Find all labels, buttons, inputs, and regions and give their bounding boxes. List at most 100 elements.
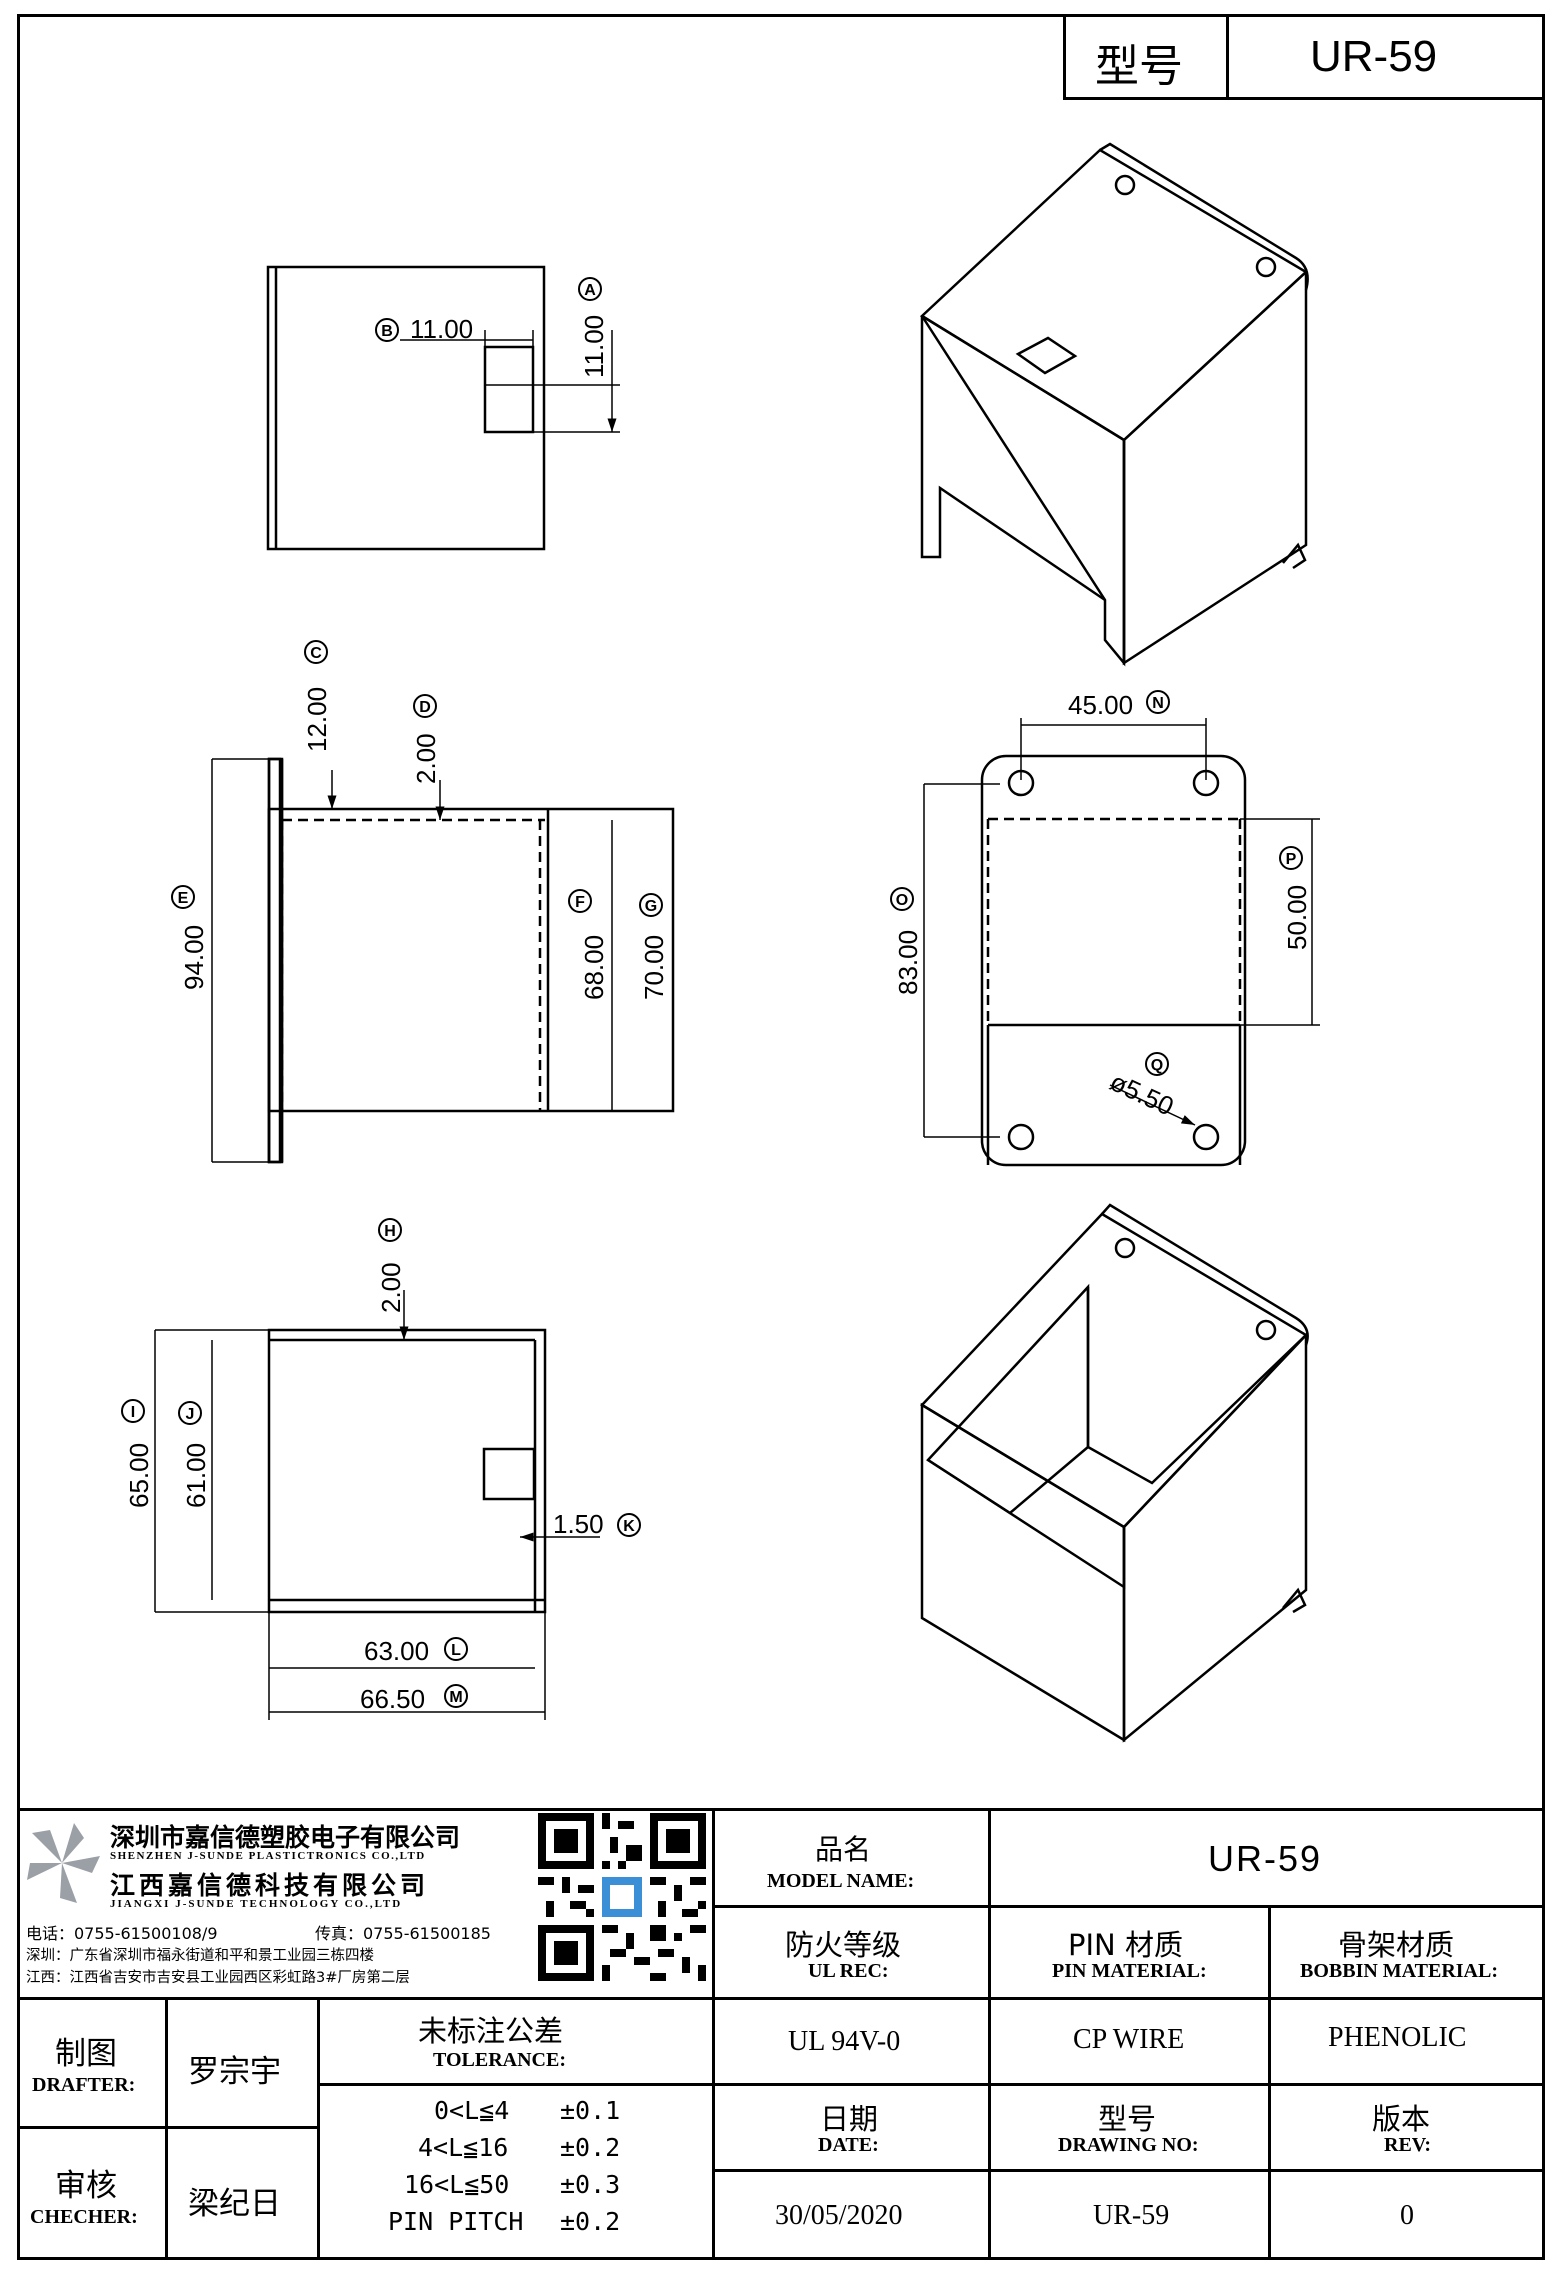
- pin-value: CP WIRE: [1073, 2024, 1185, 2055]
- dim-j-text: 61.00: [181, 1443, 211, 1508]
- tolerance-value: ±0.2: [560, 2207, 621, 2236]
- callout-a: A: [584, 282, 596, 299]
- qr-code: [538, 1813, 706, 1981]
- rev-label-cn: 版本: [1372, 2102, 1431, 2136]
- tolerance-range: 4<L≦16: [418, 2133, 509, 2162]
- callout-l: L: [451, 1642, 461, 1659]
- rev-label-en: REV:: [1384, 2134, 1432, 2156]
- tolerance-value: ±0.3: [560, 2170, 621, 2199]
- header-divider: [1226, 14, 1229, 100]
- header-model-label: 型号: [1095, 41, 1183, 92]
- callout-p: P: [1286, 851, 1297, 868]
- tb-line-h4: [712, 2169, 1545, 2172]
- pin-label-cn: PIN 材质: [1068, 1928, 1183, 1962]
- dim-l-text: 63.00: [364, 1636, 429, 1666]
- callout-h: H: [384, 1223, 396, 1240]
- model-name-value: UR-59: [1208, 1838, 1323, 1879]
- top-plan-view: [266, 265, 620, 551]
- tolerance-value: ±0.1: [560, 2096, 621, 2125]
- checker-label-cn: 审核: [55, 2168, 117, 2204]
- callout-n: N: [1152, 695, 1164, 712]
- bobbin-value: PHENOLIC: [1328, 2022, 1467, 2053]
- ul-label-cn: 防火等级: [785, 1928, 902, 1962]
- tolerance-value: ±0.2: [560, 2133, 621, 2162]
- tolerance-range: PIN PITCH: [388, 2207, 524, 2236]
- callout-d: D: [419, 699, 431, 716]
- checker-value: 梁纪日: [188, 2186, 281, 2222]
- dim-i-text: 65.00: [124, 1443, 154, 1508]
- company2-name-en: JIANGXI J-SUNDE TECHNOLOGY CO.,LTD: [110, 1898, 403, 1910]
- company2-name-cn: 江西嘉信德科技有限公司: [110, 1871, 430, 1900]
- tb-line-v4: [165, 1997, 168, 2260]
- callout-c: C: [310, 645, 322, 662]
- date-value: 30/05/2020: [775, 2200, 903, 2231]
- address-shenzhen: 深圳：广东省深圳市福永街道和平和景工业园三栋四楼: [26, 1948, 374, 1964]
- date-label-en: DATE:: [818, 2134, 879, 2156]
- end-elevation-view: [923, 718, 1320, 1167]
- tb-line-h1: [712, 1905, 1545, 1908]
- tolerance-range: 0<L≦4: [434, 2096, 510, 2125]
- drawing-no-label-en: DRAWING NO:: [1058, 2134, 1199, 2156]
- dim-d-text: 2.00: [411, 733, 441, 784]
- ul-value: UL 94V-0: [788, 2026, 901, 2057]
- tb-line-v3: [1268, 1905, 1271, 2260]
- dim-g-text: 70.00: [639, 935, 669, 1000]
- dim-c-text: 12.00: [302, 687, 332, 752]
- tolerance-label-cn: 未标注公差: [418, 2014, 564, 2048]
- contact-fax: 传真：0755-61500185: [315, 1924, 491, 1943]
- isometric-view-bottom: [920, 1203, 1309, 1743]
- callout-k: K: [623, 1518, 635, 1535]
- model-name-label-cn: 品名: [815, 1833, 872, 1866]
- callout-g: G: [645, 898, 657, 915]
- dim-f-text: 68.00: [579, 935, 609, 1000]
- drafter-label-cn: 制图: [55, 2036, 117, 2072]
- tb-line-v2: [988, 1808, 991, 2260]
- pin-label-en: PIN MATERIAL:: [1052, 1960, 1207, 1982]
- bottom-plan-view: [154, 1290, 600, 1720]
- tb-line-h3: [712, 2083, 1545, 2086]
- callout-m: M: [449, 1689, 462, 1706]
- tb-line-h6: [317, 2083, 712, 2086]
- date-label-cn: 日期: [820, 2102, 879, 2136]
- header-model-box: [1063, 14, 1545, 100]
- dim-e-text: 94.00: [179, 925, 209, 990]
- dim-m-text: 66.50: [360, 1684, 425, 1714]
- dim-q-text: ø5.50: [1105, 1066, 1178, 1121]
- company-name-en: SHENZHEN J-SUNDE PLASTICTRONICS CO.,LTD: [110, 1850, 426, 1862]
- technical-drawing: B A C D E F G H I J K L M N O P Q 11.00 …: [121, 142, 1320, 1743]
- dim-a-text: 11.00: [579, 315, 609, 378]
- tolerance-label-en: TOLERANCE:: [433, 2049, 566, 2071]
- contact-tel: 电话：0755-61500108/9: [26, 1924, 218, 1943]
- bobbin-label-en: BOBBIN MATERIAL:: [1300, 1960, 1498, 1982]
- company-name-cn: 深圳市嘉信德塑胶电子有限公司: [110, 1823, 461, 1852]
- checker-label-en: CHECHER:: [30, 2206, 138, 2228]
- address-jiangxi: 江西：江西省吉安市吉安县工业园西区彩虹路3#厂房第二层: [26, 1970, 410, 1986]
- dim-k-text: 1.50: [553, 1509, 604, 1539]
- dim-h-text: 2.00: [376, 1262, 406, 1313]
- callout-j: J: [186, 1406, 195, 1423]
- dim-b-text: 11.00: [410, 314, 473, 344]
- callout-i: I: [131, 1404, 135, 1421]
- dim-n-text: 45.00: [1068, 690, 1133, 720]
- header-model-value: UR-59: [1310, 32, 1438, 81]
- tb-line-v1: [712, 1808, 715, 2260]
- drawing-no-value: UR-59: [1093, 2200, 1170, 2231]
- title-block: [17, 1808, 1545, 2260]
- side-section-view: [211, 757, 675, 1164]
- callout-q: Q: [1151, 1057, 1163, 1074]
- model-name-label-en: MODEL NAME:: [767, 1870, 915, 1892]
- tb-line-h2: [17, 1997, 1545, 2000]
- company-logo: [27, 1823, 100, 1903]
- tolerance-range: 16<L≦50: [404, 2170, 510, 2199]
- tb-line-v5: [317, 1997, 320, 2260]
- ul-label-en: UL REC:: [808, 1960, 889, 1982]
- dim-o-text: 83.00: [893, 930, 923, 995]
- drawing-sheet: [17, 14, 1545, 2260]
- callout-e: E: [178, 890, 189, 907]
- callout-f: F: [575, 894, 585, 911]
- drafter-label-en: DRAFTER:: [32, 2074, 136, 2096]
- isometric-view-top: [919, 142, 1309, 667]
- drawing-no-label-cn: 型号: [1098, 2102, 1157, 2136]
- dim-p-text: 50.00: [1282, 885, 1312, 950]
- callout-b: B: [381, 323, 393, 340]
